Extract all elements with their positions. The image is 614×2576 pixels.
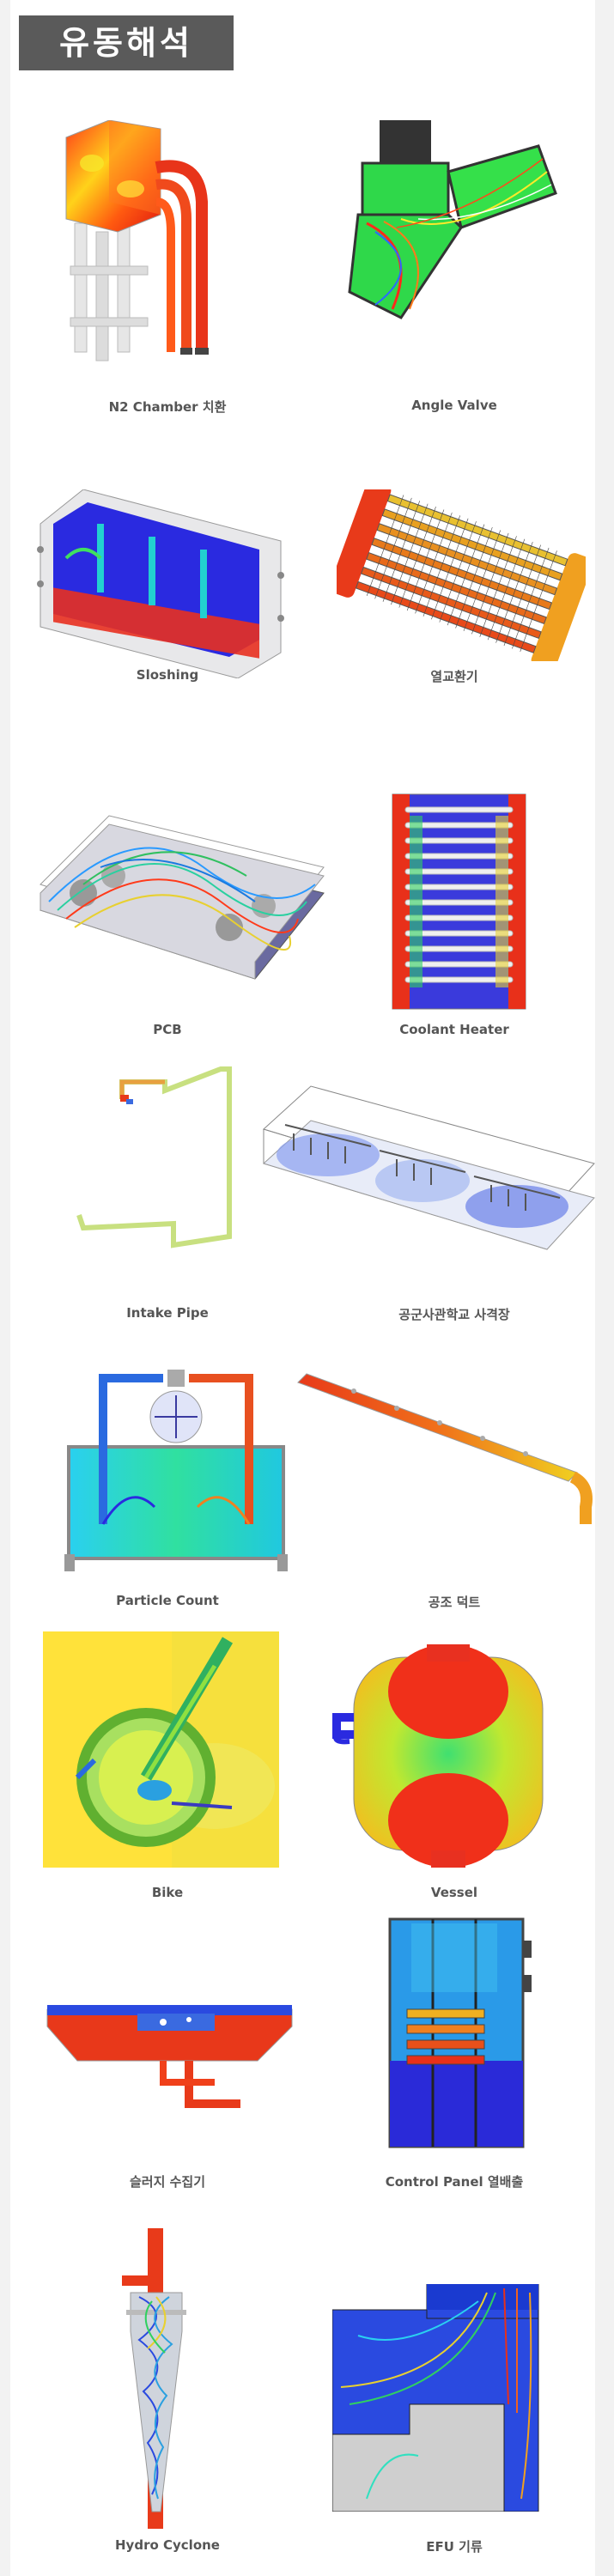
caption-efu-airflow: EFU 기류 (426, 2539, 483, 2555)
pcb-image (40, 815, 325, 980)
caption-heat-exchanger: 열교환기 (430, 669, 478, 684)
caption-hydro-cyclone: Hydro Cyclone (115, 2537, 220, 2553)
caption-intake-pipe: Intake Pipe (126, 1305, 209, 1321)
page-title: 유동해석 (19, 15, 234, 70)
vessel-image (332, 1644, 544, 1868)
angle-valve-image (348, 120, 557, 319)
sloshing-image (37, 489, 284, 678)
hydro-cyclone-image (122, 2228, 186, 2529)
caption-particle-count: Particle Count (116, 1593, 219, 1608)
sludge-collector-image (46, 2005, 293, 2108)
caption-pcb: PCB (153, 1022, 182, 1037)
caption-vessel: Vessel (430, 1885, 478, 1900)
caption-n2-chamber: N2 Chamber 치환 (108, 399, 227, 415)
air-duct-image (297, 1373, 593, 1524)
efu-airflow-image (332, 2284, 539, 2512)
n2-chamber-image (65, 120, 209, 361)
caption-air-duct: 공조 덕트 (428, 1595, 481, 1610)
page-container: 유동해석 N2 Chamber 치환 Angle V (10, 0, 595, 2576)
caption-coolant-heater: Coolant Heater (399, 1022, 509, 1037)
caption-sloshing: Sloshing (136, 667, 199, 683)
caption-angle-valve: Angle Valve (411, 398, 497, 413)
caption-sludge-collector: 슬러지 수집기 (129, 2174, 206, 2190)
shooting-range-image (263, 1085, 595, 1250)
control-panel-image (388, 1917, 532, 2148)
caption-control-panel: Control Panel 열배출 (385, 2174, 524, 2190)
particle-count-image (64, 1370, 288, 1571)
caption-bike: Bike (151, 1885, 184, 1900)
bike-image (43, 1631, 279, 1868)
coolant-heater-image (392, 793, 526, 1010)
caption-shooting-range: 공군사관학교 사격장 (398, 1307, 510, 1322)
intake-pipe-image (76, 1066, 232, 1249)
heat-exchanger-image (337, 489, 586, 661)
